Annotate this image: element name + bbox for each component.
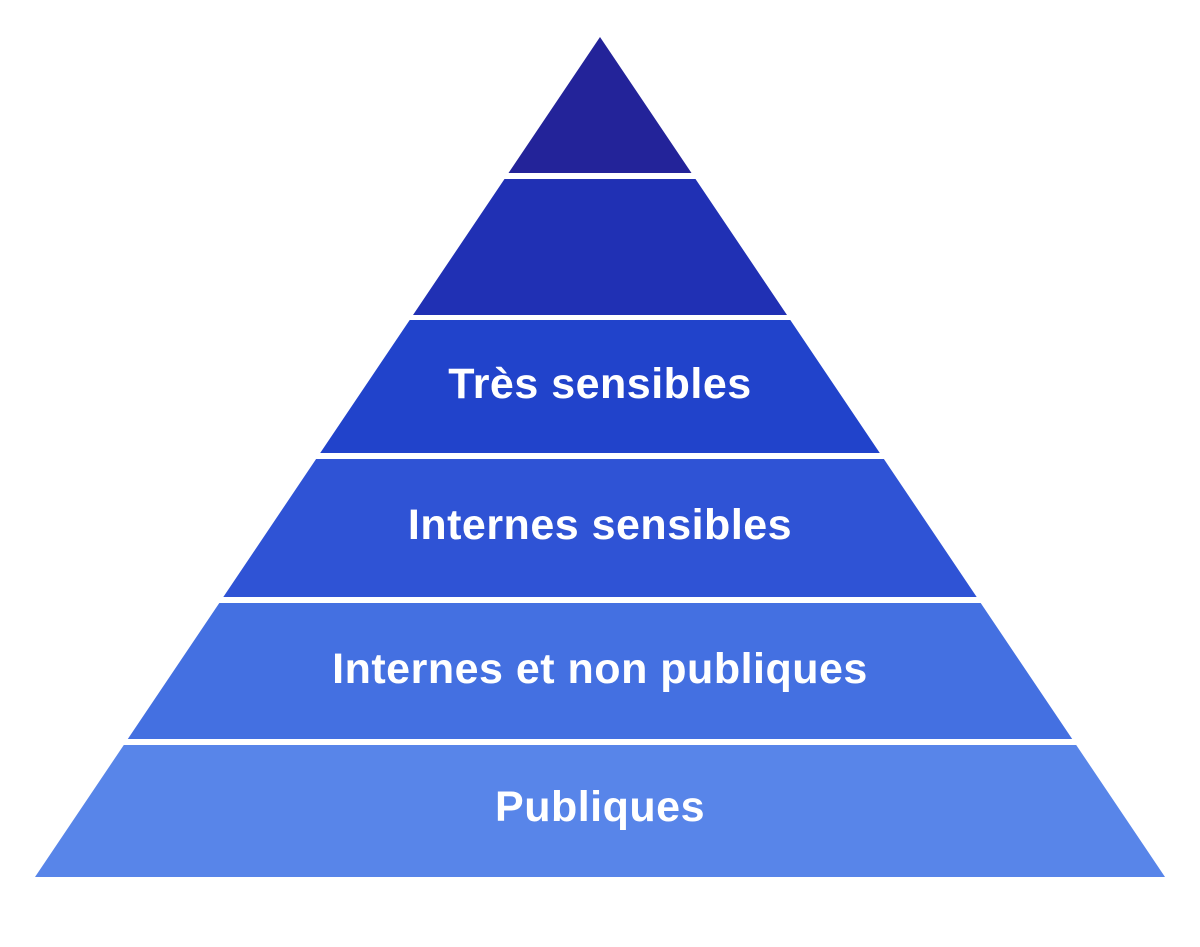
pyramid-level-4-label: Internes sensibles xyxy=(408,501,792,549)
pyramid-level-3-label: Très sensibles xyxy=(448,360,751,408)
pyramid-level-6 xyxy=(35,745,1165,877)
pyramid-level-5 xyxy=(127,603,1073,739)
pyramid-level-3 xyxy=(320,320,880,453)
pyramid-level-4 xyxy=(223,459,977,597)
pyramid-level-1 xyxy=(508,37,692,173)
pyramid-level-6-label: Publiques xyxy=(495,783,705,831)
pyramid-level-5-label: Internes et non publiques xyxy=(332,645,868,693)
pyramid-level-2 xyxy=(413,179,787,315)
